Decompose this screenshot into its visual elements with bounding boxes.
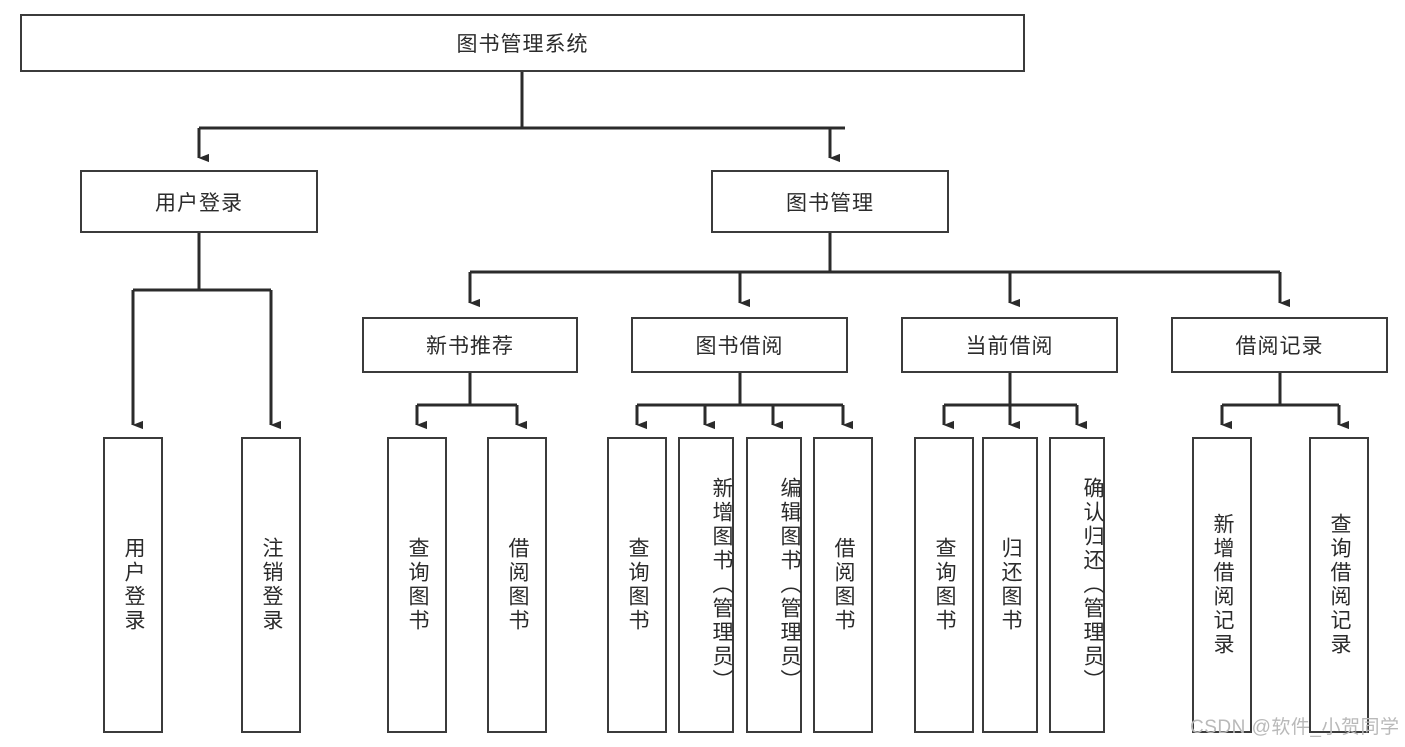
node-user-login[interactable]: 用户登录 <box>80 170 318 233</box>
node-label: 新增借阅记录 <box>1211 513 1235 657</box>
leaf-new-book-query-book[interactable]: 查询图书 <box>387 437 447 733</box>
node-label: 用户登录 <box>122 537 146 633</box>
node-label: 归还图书 <box>999 537 1023 633</box>
node-current-borrow[interactable]: 当前借阅 <box>901 317 1118 373</box>
node-label: 借阅记录 <box>1235 335 1324 358</box>
node-borrow-record[interactable]: 借阅记录 <box>1171 317 1388 373</box>
node-label: 查询图书 <box>626 537 650 633</box>
node-root-book-management-system[interactable]: 图书管理系统 <box>20 14 1025 72</box>
node-label: 查询图书 <box>933 537 957 633</box>
leaf-current-borrow-return-book[interactable]: 归还图书 <box>982 437 1038 733</box>
leaf-user-login-login[interactable]: 用户登录 <box>103 437 163 733</box>
leaf-book-borrow-query-book[interactable]: 查询图书 <box>607 437 667 733</box>
leaf-book-borrow-edit-book-admin[interactable]: 编辑图书（管理员） <box>746 437 802 733</box>
node-label: 当前借阅 <box>965 335 1054 358</box>
node-label: 图书管理 <box>786 191 874 215</box>
node-new-book-recommend[interactable]: 新书推荐 <box>362 317 578 373</box>
node-label: 注销登录 <box>260 537 284 633</box>
node-label: 借阅图书 <box>506 537 530 633</box>
leaf-borrow-record-add-record[interactable]: 新增借阅记录 <box>1192 437 1252 733</box>
node-label: 查询借阅记录 <box>1328 513 1352 657</box>
node-label: 确认归还（管理员） <box>1081 477 1104 693</box>
node-book-borrow[interactable]: 图书借阅 <box>631 317 848 373</box>
leaf-current-borrow-confirm-return-admin[interactable]: 确认归还（管理员） <box>1049 437 1105 733</box>
csdn-watermark: CSDN @软件_小贺同学 <box>1190 717 1400 738</box>
node-label: 新增图书（管理员） <box>710 477 733 693</box>
leaf-user-login-logout[interactable]: 注销登录 <box>241 437 301 733</box>
node-label: 查询图书 <box>406 537 430 633</box>
node-label: 用户登录 <box>155 191 243 215</box>
node-label: 图书借阅 <box>695 335 784 358</box>
leaf-book-borrow-borrow-book[interactable]: 借阅图书 <box>813 437 873 733</box>
node-label: 新书推荐 <box>426 335 514 358</box>
leaf-book-borrow-add-book-admin[interactable]: 新增图书（管理员） <box>678 437 734 733</box>
node-label: 借阅图书 <box>832 537 856 633</box>
leaf-borrow-record-query-record[interactable]: 查询借阅记录 <box>1309 437 1369 733</box>
leaf-current-borrow-query-book[interactable]: 查询图书 <box>914 437 974 733</box>
node-label: 编辑图书（管理员） <box>778 477 801 693</box>
leaf-new-book-borrow-book[interactable]: 借阅图书 <box>487 437 547 733</box>
node-label: 图书管理系统 <box>456 33 589 56</box>
node-book-management[interactable]: 图书管理 <box>711 170 949 233</box>
